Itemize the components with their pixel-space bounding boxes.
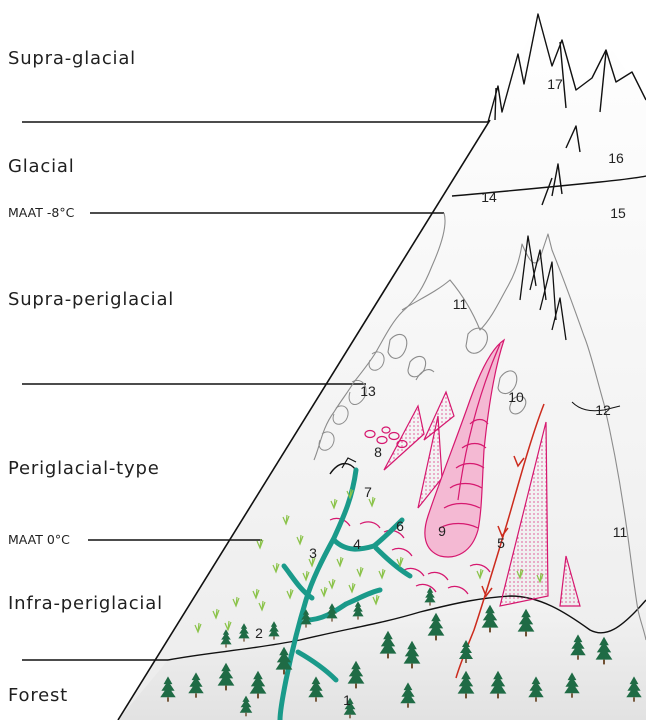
feature-number-1: 1: [343, 693, 351, 707]
tree-trunk: [357, 616, 358, 619]
tree-trunk: [225, 686, 227, 691]
tree-trunk: [243, 638, 244, 641]
label-forest: Forest: [8, 685, 68, 706]
feature-number-9: 9: [438, 524, 446, 538]
feature-number-13: 13: [360, 384, 376, 398]
tree-trunk: [355, 684, 357, 689]
tree-trunk: [195, 693, 197, 697]
tree-trunk: [535, 697, 537, 701]
tree-trunk: [525, 632, 527, 637]
tree-trunk: [465, 694, 467, 699]
tree-trunk: [603, 660, 605, 665]
feature-number-11-lower: 11: [613, 525, 628, 539]
tree-trunk: [331, 618, 332, 621]
label-glacial: Glacial: [8, 156, 75, 177]
feature-number-11-upper: 11: [453, 297, 468, 311]
feature-number-17: 17: [547, 77, 563, 91]
tree-trunk: [577, 655, 579, 659]
tree-trunk: [257, 694, 259, 699]
tree-trunk: [465, 659, 467, 663]
tree-trunk: [571, 693, 573, 697]
tree-trunk: [273, 636, 274, 639]
feature-number-7: 7: [364, 485, 372, 499]
tree-trunk: [305, 624, 306, 627]
tree-trunk: [245, 713, 246, 717]
feature-number-10: 10: [508, 390, 524, 404]
tree-trunk: [225, 644, 226, 647]
tree-trunk: [387, 654, 389, 659]
tree-trunk: [435, 636, 437, 641]
tree-trunk: [633, 697, 635, 701]
feature-number-14: 14: [481, 190, 497, 204]
label-supra-periglacial: Supra-periglacial: [8, 289, 174, 310]
tree-trunk: [411, 664, 413, 669]
tree-trunk: [349, 715, 350, 719]
label-infra-periglacial: Infra-periglacial: [8, 593, 163, 614]
feature-number-4: 4: [353, 537, 361, 551]
feature-number-16: 16: [608, 151, 624, 165]
label-periglacial-type: Periglacial-type: [8, 458, 160, 479]
feature-number-2: 2: [255, 626, 263, 640]
tree-trunk: [497, 694, 499, 699]
tree-trunk: [283, 670, 285, 675]
feature-number-8: 8: [374, 445, 382, 459]
label-supra-glacial: Supra-glacial: [8, 48, 136, 69]
feature-number-15: 15: [610, 206, 626, 220]
tree-trunk: [167, 697, 169, 701]
label-maat-minus8: MAAT -8°C: [8, 205, 74, 220]
label-maat-0: MAAT 0°C: [8, 532, 70, 547]
feature-number-3: 3: [309, 546, 317, 560]
feature-number-5: 5: [497, 536, 505, 550]
tree-trunk: [407, 703, 409, 707]
tree-trunk: [315, 697, 317, 701]
feature-number-6: 6: [396, 519, 404, 533]
tree-trunk: [489, 628, 491, 633]
feature-number-12: 12: [595, 403, 611, 417]
tree-trunk: [429, 602, 430, 605]
